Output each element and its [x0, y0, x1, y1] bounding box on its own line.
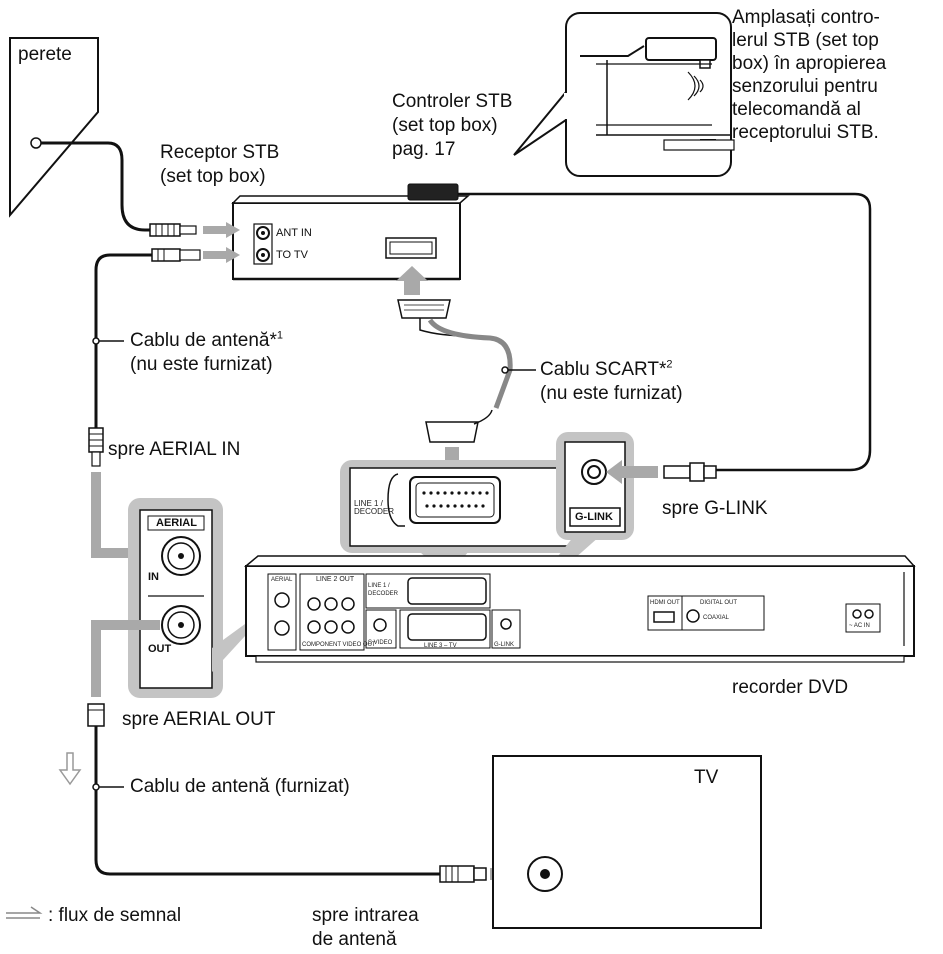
- to-antenna-input-label-2: de antenă: [312, 929, 397, 950]
- aerial-panel-out: OUT: [148, 643, 172, 655]
- arrow-to-tv-out: [203, 247, 240, 263]
- scart-plug-bottom: [425, 421, 479, 443]
- aerial-cable-2-label: Cablu de antenă (furnizat): [130, 776, 350, 797]
- rear-hdmi-label: HDMI OUT: [650, 600, 680, 606]
- tv: [492, 755, 762, 929]
- aerial-panel-in: IN: [148, 571, 159, 583]
- legend-arrow: [6, 906, 43, 914]
- rear-line3-label: LINE 3 – TV: [424, 643, 457, 649]
- g-link-panel-label: G-LINK: [575, 511, 613, 523]
- aerial-cable-1-sub: (nu este furnizat): [130, 354, 273, 375]
- legend-label: : flux de semnal: [48, 905, 182, 926]
- stb-receiver-label-1: Receptor STB: [160, 142, 280, 163]
- signal-flow-arrow-hollow: [58, 752, 82, 786]
- arrow-to-g-link: [606, 460, 658, 484]
- stb-controller-device: [407, 183, 459, 201]
- aerial-cable-1: [94, 253, 152, 428]
- arrow-to-stb-scart: [396, 266, 428, 295]
- rear-ac-in-label: ~ AC IN: [849, 623, 870, 629]
- scart-cable-sub: (nu este furnizat): [540, 383, 683, 404]
- rear-coaxial-label: COAXIAL: [703, 615, 730, 621]
- to-antenna-input-label-1: spre intrarea: [312, 905, 419, 926]
- rear-line2-label: LINE 2 OUT: [316, 576, 355, 583]
- aerial-out-plug: [87, 703, 105, 727]
- placement-note: Amplasați contro- lerul STB (set top box…: [732, 7, 887, 143]
- rear-component-label: COMPONENT VIDEO OUT: [302, 642, 376, 648]
- rear-aerial-label: AERIAL: [271, 577, 293, 583]
- stb-controller-cable: [458, 192, 872, 472]
- wall-label: perete: [18, 44, 72, 65]
- wall-cable: [41, 141, 150, 232]
- dvd-recorder-label: recorder DVD: [732, 677, 849, 698]
- scart-cable-label: Cablu SCART*2: [540, 358, 673, 380]
- tv-label: TV: [694, 767, 719, 788]
- g-link-plug: [663, 465, 691, 479]
- wall: [9, 37, 99, 218]
- stb-controller-label-1: Controler STB: [392, 91, 513, 112]
- aerial-cable-2: [94, 726, 440, 876]
- stb-controller-label-3: pag. 17: [392, 139, 456, 160]
- stb-controller-label-2: (set top box): [392, 115, 498, 136]
- wall-outlet: [30, 137, 42, 149]
- scart-cable: [427, 318, 513, 409]
- rear-glink-label: G-LINK: [494, 642, 515, 648]
- to-aerial-out-label: spre AERIAL OUT: [122, 709, 276, 730]
- rear-line1-label: LINE 1 / DECODER: [368, 583, 399, 597]
- arrow-from-aerial-out: [91, 620, 160, 697]
- stb-ant-in-label: ANT IN: [276, 227, 312, 239]
- stb-to-tv-label: TO TV: [276, 249, 308, 261]
- rear-svideo-label: S VIDEO: [368, 640, 393, 646]
- line1-panel-label: LINE 1 / DECODER: [354, 499, 395, 516]
- scart-plug-top: [397, 299, 451, 319]
- to-aerial-in-label: spre AERIAL IN: [108, 439, 241, 460]
- arrow-to-ant-in: [203, 222, 240, 238]
- to-g-link-label: spre G-LINK: [662, 498, 768, 519]
- aerial-cable-1-label: Cablu de antenă*1: [130, 329, 283, 351]
- rear-digital-label: DIGITAL OUT: [700, 600, 738, 606]
- stb-receiver-label-2: (set top box): [160, 166, 266, 187]
- aerial-panel-title: AERIAL: [156, 517, 197, 529]
